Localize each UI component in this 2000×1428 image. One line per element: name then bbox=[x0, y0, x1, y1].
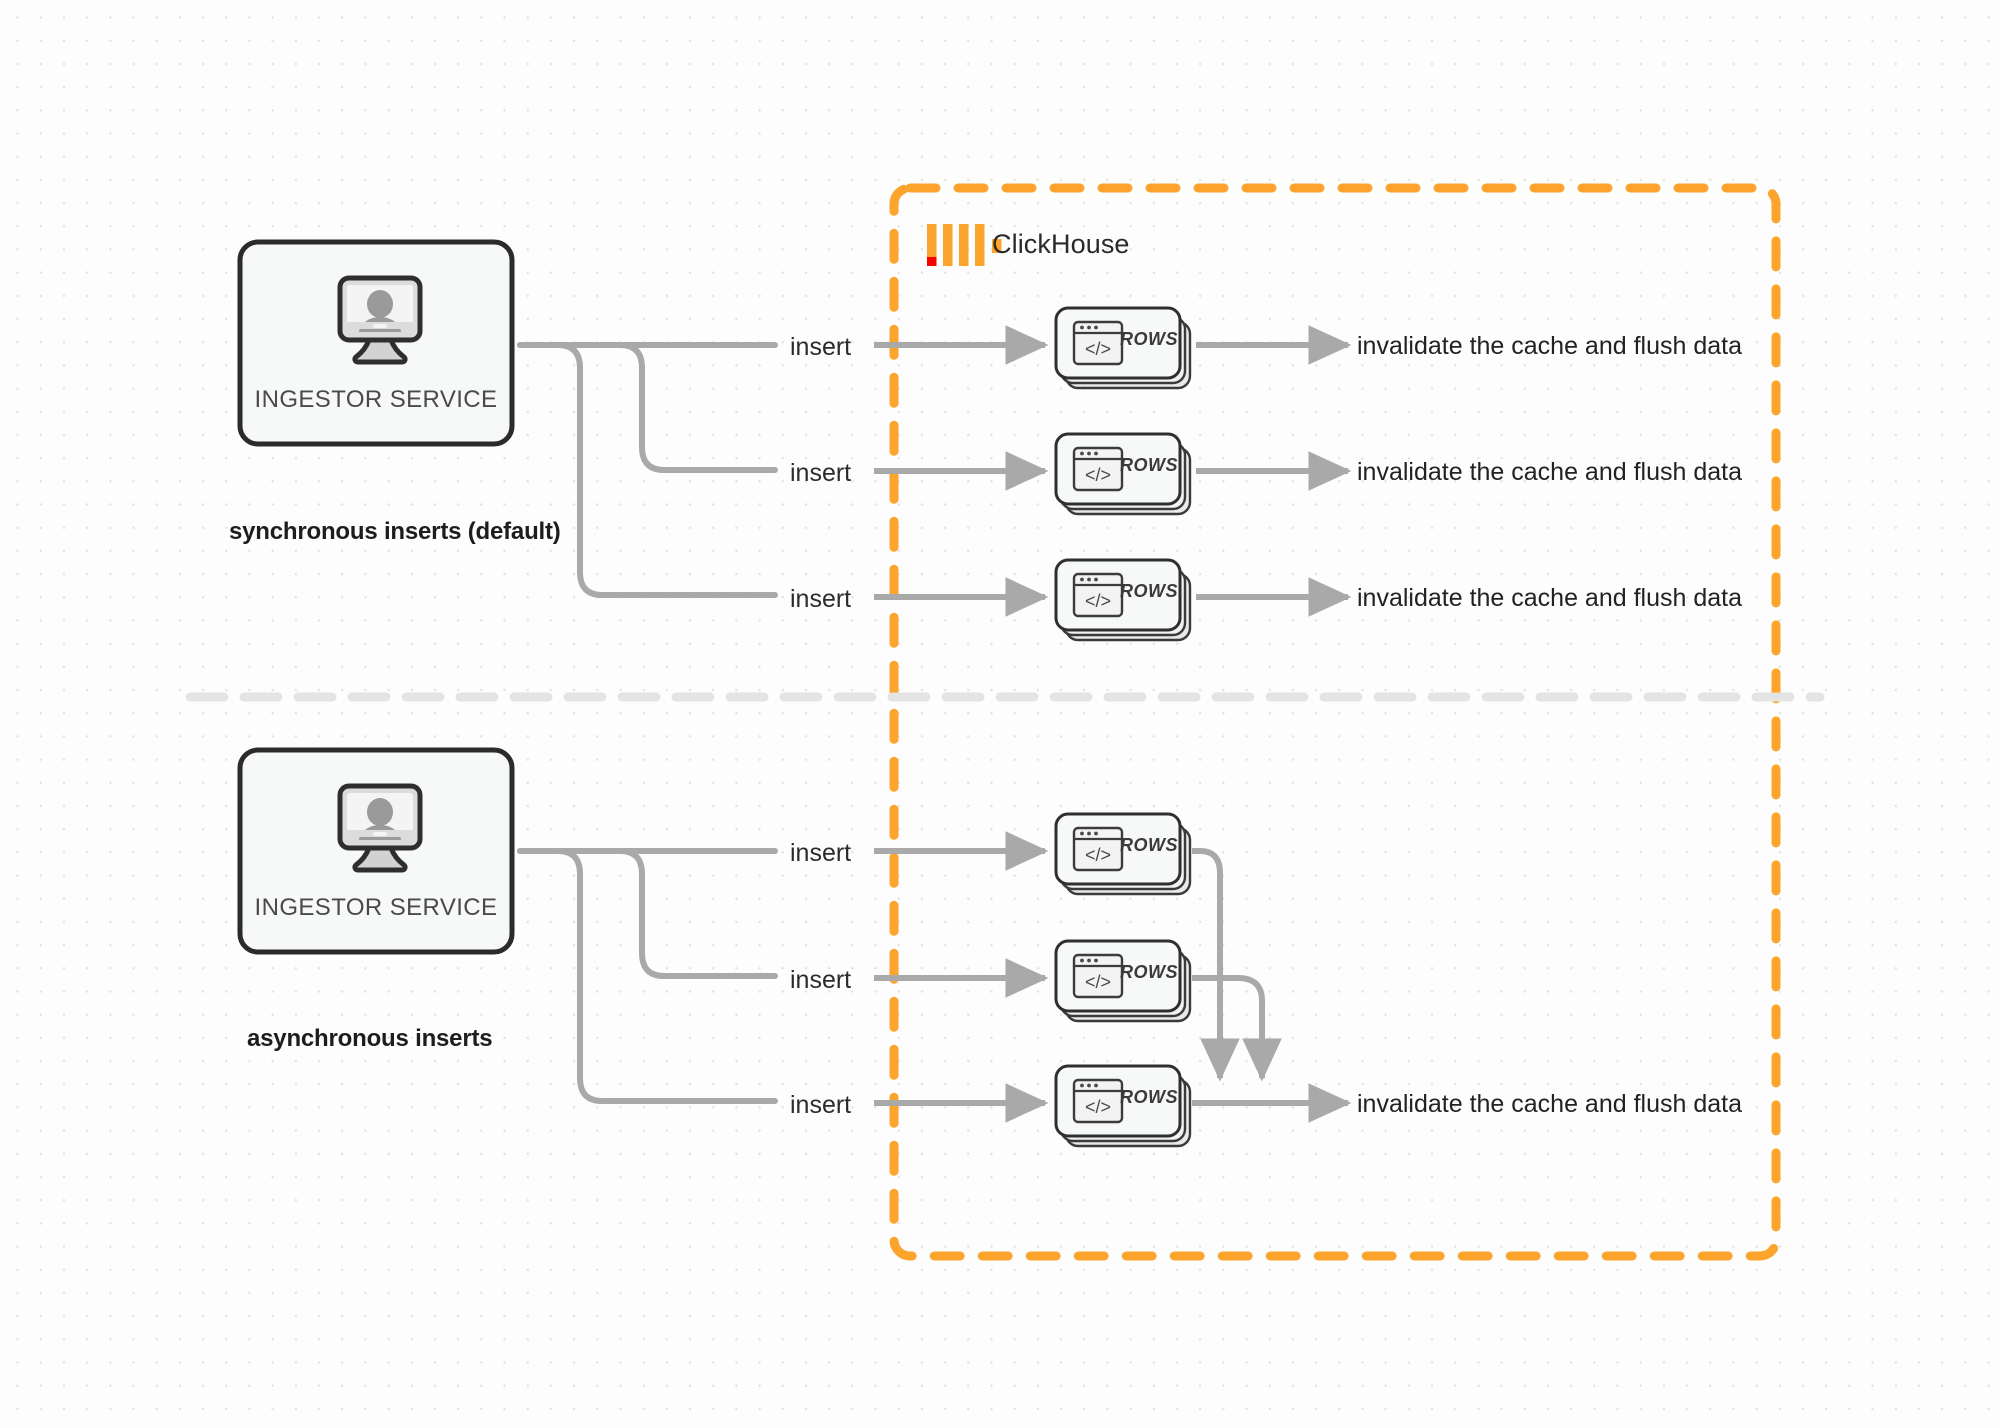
async-section-label: asynchronous inserts bbox=[247, 1025, 493, 1052]
async-merge-2 bbox=[1192, 975, 1282, 1082]
sync-flush-label-2: invalidate the cache and flush data bbox=[1357, 458, 1742, 486]
sync-insert-label-2: insert bbox=[790, 459, 852, 487]
async-edge-2 bbox=[517, 848, 778, 979]
async-ingestor-service-label: INGESTOR SERVICE bbox=[254, 894, 498, 921]
async-insert-label-2: insert bbox=[790, 966, 852, 994]
async-rows-label-2: ROWS bbox=[1120, 962, 1178, 982]
sync-ingestor-service-label: INGESTOR SERVICE bbox=[254, 386, 498, 413]
sync-rows-label-1: ROWS bbox=[1120, 329, 1178, 349]
async-insert-label-1: insert bbox=[790, 839, 852, 867]
clickhouse-logo bbox=[927, 224, 1002, 266]
sync-section-label: synchronous inserts (default) bbox=[229, 518, 561, 545]
async-rows-label-3: ROWS bbox=[1120, 1087, 1178, 1107]
async-edge-3 bbox=[517, 848, 778, 1104]
sync-edge-3 bbox=[517, 342, 778, 598]
clickhouse-boundary-label: ClickHouse bbox=[992, 229, 1130, 259]
sync-flush-label-3: invalidate the cache and flush data bbox=[1357, 584, 1742, 612]
async-flush-label: invalidate the cache and flush data bbox=[1357, 1090, 1742, 1118]
clickhouse-boundary bbox=[889, 183, 1781, 1261]
sync-rows-label-3: ROWS bbox=[1120, 581, 1178, 601]
sync-flush-label-1: invalidate the cache and flush data bbox=[1357, 332, 1742, 360]
sync-insert-label-3: insert bbox=[790, 585, 852, 613]
sync-insert-label-1: insert bbox=[790, 333, 852, 361]
async-rows-label-1: ROWS bbox=[1120, 835, 1178, 855]
sync-rows-label-2: ROWS bbox=[1120, 455, 1178, 475]
async-insert-label-3: insert bbox=[790, 1091, 852, 1119]
sync-edge-2 bbox=[517, 342, 778, 473]
async-merge-1 bbox=[1192, 848, 1240, 1082]
